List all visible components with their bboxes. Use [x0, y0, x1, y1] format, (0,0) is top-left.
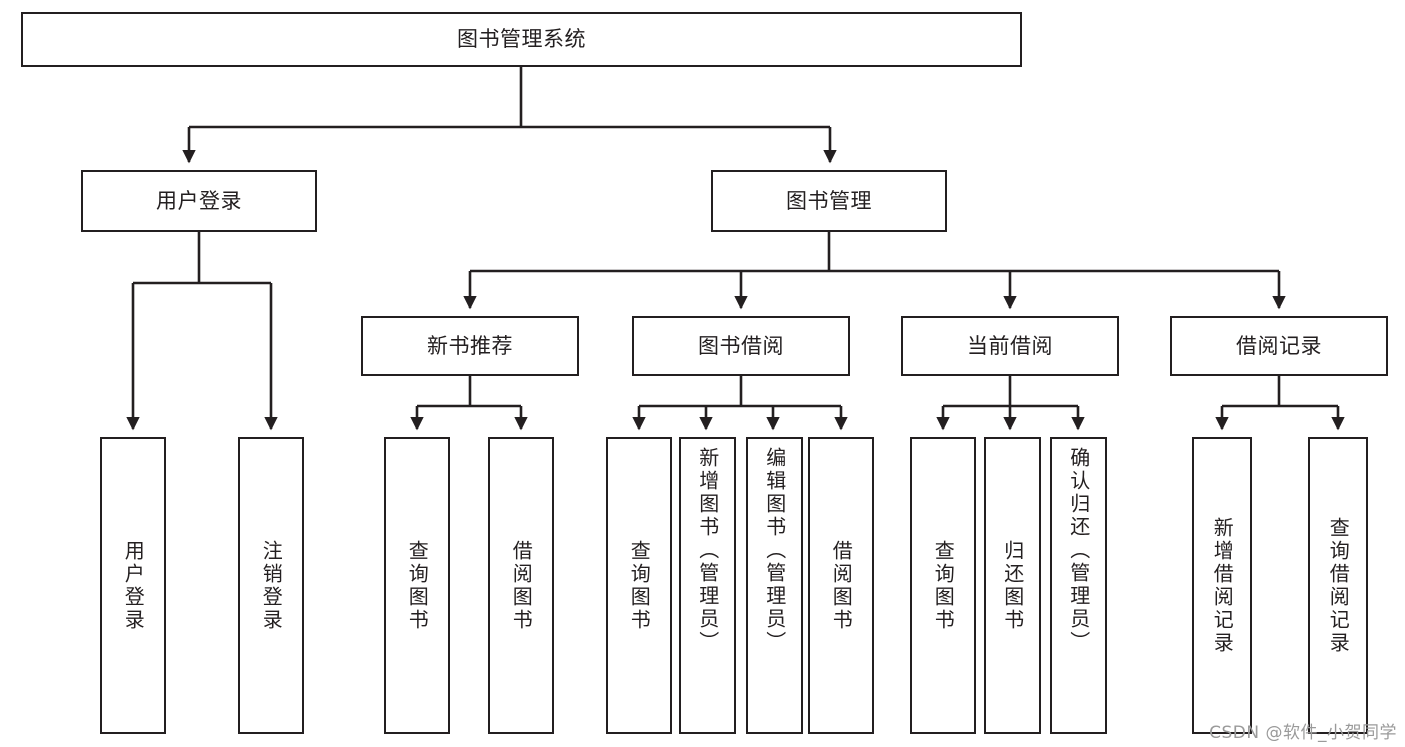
node-leaf-query-book-3-label: 查询图书 — [931, 539, 956, 632]
node-leaf-add-record[interactable]: 新增借阅记录 — [1192, 437, 1252, 734]
node-leaf-edit-book[interactable]: 编辑图书（管理员） — [746, 437, 803, 734]
node-leaf-logout-label: 注销登录 — [259, 539, 284, 632]
node-leaf-borrow-book-1-label: 借阅图书 — [509, 539, 534, 632]
node-leaf-query-book-2[interactable]: 查询图书 — [606, 437, 672, 734]
node-leaf-user-login[interactable]: 用户登录 — [100, 437, 166, 734]
node-leaf-confirm-return-label: 确认归还（管理员） — [1066, 447, 1091, 654]
node-leaf-return-book[interactable]: 归还图书 — [984, 437, 1041, 734]
node-user-login-label: 用户登录 — [156, 188, 242, 213]
node-leaf-user-login-label: 用户登录 — [121, 539, 146, 632]
node-leaf-confirm-return[interactable]: 确认归还（管理员） — [1050, 437, 1107, 734]
node-leaf-add-record-label: 新增借阅记录 — [1210, 516, 1235, 655]
node-borrow-record-label: 借阅记录 — [1236, 333, 1322, 358]
node-leaf-add-book-label: 新增图书（管理员） — [695, 447, 720, 654]
node-leaf-borrow-book-2-label: 借阅图书 — [829, 539, 854, 632]
node-leaf-borrow-book-1[interactable]: 借阅图书 — [488, 437, 554, 734]
node-root-label: 图书管理系统 — [457, 27, 586, 52]
node-leaf-query-book-3[interactable]: 查询图书 — [910, 437, 976, 734]
node-leaf-query-book-2-label: 查询图书 — [627, 539, 652, 632]
node-book-manage-label: 图书管理 — [786, 188, 872, 213]
node-book-borrow-label: 图书借阅 — [698, 333, 784, 358]
node-borrow-record[interactable]: 借阅记录 — [1170, 316, 1388, 376]
node-leaf-return-book-label: 归还图书 — [1000, 539, 1025, 632]
node-leaf-borrow-book-2[interactable]: 借阅图书 — [808, 437, 874, 734]
node-current-borrow-label: 当前借阅 — [967, 333, 1053, 358]
node-leaf-query-book-1[interactable]: 查询图书 — [384, 437, 450, 734]
node-book-borrow[interactable]: 图书借阅 — [632, 316, 850, 376]
node-leaf-query-book-1-label: 查询图书 — [405, 539, 430, 632]
node-new-book-recommend-label: 新书推荐 — [427, 333, 513, 358]
node-leaf-edit-book-label: 编辑图书（管理员） — [762, 447, 787, 654]
node-leaf-query-record-label: 查询借阅记录 — [1326, 516, 1351, 655]
node-leaf-query-record[interactable]: 查询借阅记录 — [1308, 437, 1368, 734]
node-leaf-logout[interactable]: 注销登录 — [238, 437, 304, 734]
node-new-book-recommend[interactable]: 新书推荐 — [361, 316, 579, 376]
node-current-borrow[interactable]: 当前借阅 — [901, 316, 1119, 376]
csdn-watermark: CSDN @软件_小贺同学 — [1209, 723, 1397, 743]
node-leaf-add-book[interactable]: 新增图书（管理员） — [679, 437, 736, 734]
node-book-manage[interactable]: 图书管理 — [711, 170, 947, 232]
node-user-login[interactable]: 用户登录 — [81, 170, 317, 232]
node-root[interactable]: 图书管理系统 — [21, 12, 1022, 67]
